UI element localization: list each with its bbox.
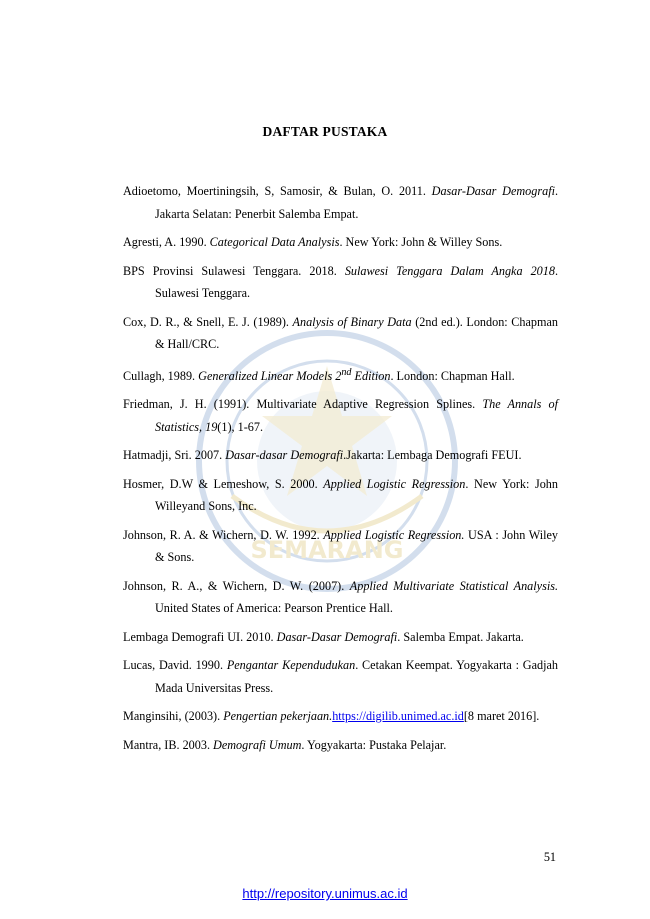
reference-text: USA : John Wiley & Sons.	[155, 527, 558, 565]
reference-text: . Yogyakarta: Pustaka Pelajar.	[301, 737, 447, 752]
reference-text: . New York: John & Willey Sons.	[339, 235, 503, 249]
reference-text: Adioetomo, Moertiningsih, S, Samosir, & …	[123, 184, 432, 198]
reference-text: Lembaga Demografi UI. 2010.	[123, 629, 277, 644]
reference-italic-text: Edition	[351, 368, 391, 383]
reference-list: Adioetomo, Moertiningsih, S, Samosir, & …	[123, 180, 558, 762]
reference-entry: Johnson, R. A., & Wichern, D. W. (2007).…	[123, 575, 558, 620]
reference-italic-text: Pengantar Kependudukan	[226, 658, 356, 673]
reference-entry: Hatmadji, Sri. 2007. Dasar-dasar Demogra…	[123, 444, 558, 467]
reference-text: Cox, D. R., & Snell, E. J. (1989).	[123, 314, 293, 329]
reference-text: . New York: John Willeyand Sons, Inc.	[155, 476, 558, 514]
reference-entry: Manginsihi, (2003). Pengertian pekerjaan…	[123, 705, 558, 728]
reference-italic-text: Applied Logistic Regression	[323, 476, 466, 491]
reference-italic-text: Applied Multivariate Statistical Analysi…	[349, 578, 558, 593]
reference-text: Mantra, IB. 2003.	[123, 737, 214, 752]
reference-text: . London: Chapman Hall.	[390, 368, 515, 383]
reference-italic-text: Analysis of Binary Data	[292, 314, 412, 329]
reference-text: (2nd ed.). London: Chapman & Hall/CRC.	[155, 314, 558, 352]
reference-entry: Lembaga Demografi UI. 2010. Dasar-Dasar …	[123, 626, 558, 649]
reference-text: Manginsihi, (2003).	[123, 709, 224, 724]
reference-text: Agresti, A. 1990.	[123, 235, 210, 249]
reference-text: [8 maret 2016].	[463, 709, 540, 724]
reference-italic-text: Applied Logistic Regression.	[323, 527, 465, 542]
reference-entry: Friedman, J. H. (1991). Multivariate Ada…	[123, 393, 558, 438]
reference-italic-text: Dasar-dasar Demografi	[225, 448, 344, 463]
reference-text: . Sulawesi Tenggara.	[155, 263, 558, 301]
reference-italic-text: Dasar-Dasar Demografi	[276, 629, 398, 644]
reference-italic-text: The Annals of Statistics, 19	[155, 397, 558, 434]
reference-text: BPS Provinsi Sulawesi Tenggara. 2018.	[123, 263, 345, 278]
reference-text: Cullagh, 1989.	[123, 368, 199, 383]
reference-italic-text: Categorical Data Analysis	[209, 235, 340, 249]
reference-text: Johnson, R. A., & Wichern, D. W. (2007).	[123, 578, 350, 593]
reference-italic-text: Demografi Umum	[213, 737, 302, 752]
reference-italic-text: Generalized Linear Models 2	[198, 368, 342, 383]
reference-text: . Jakarta Selatan: Penerbit Salemba Empa…	[155, 184, 559, 221]
reference-text: Johnson, R. A. & Wichern, D. W. 1992.	[123, 527, 324, 542]
reference-text: Hatmadji, Sri. 2007.	[123, 448, 226, 463]
reference-text: (1), 1-67.	[217, 419, 263, 434]
page-number: 51	[543, 850, 556, 864]
reference-entry: Johnson, R. A. & Wichern, D. W. 1992. Ap…	[123, 524, 558, 569]
reference-text: .Jakarta: Lembaga Demografi FEUI.	[343, 448, 522, 463]
reference-entry: Cox, D. R., & Snell, E. J. (1989). Analy…	[123, 311, 558, 356]
reference-italic-text: Sulawesi Tenggara Dalam Angka 2018	[344, 263, 555, 278]
reference-italic-text: Dasar-Dasar Demografi	[431, 184, 555, 198]
reference-entry: BPS Provinsi Sulawesi Tenggara. 2018. Su…	[123, 260, 558, 305]
reference-entry: Adioetomo, Moertiningsih, S, Samosir, & …	[123, 180, 558, 225]
reference-text: Lucas, David. 1990.	[123, 658, 227, 673]
reference-entry: Cullagh, 1989. Generalized Linear Models…	[123, 362, 558, 388]
reference-text: . Salemba Empat. Jakarta.	[397, 629, 524, 644]
reference-entry: Mantra, IB. 2003. Demografi Umum. Yogyak…	[123, 734, 558, 757]
reference-entry: Lucas, David. 1990. Pengantar Kependuduk…	[123, 654, 558, 699]
reference-text: Friedman, J. H. (1991). Multivariate Ada…	[123, 397, 483, 412]
reference-italic-text: Pengertian pekerjaan.	[223, 709, 333, 724]
reference-text: . Cetakan Keempat. Yogyakarta : Gadjah M…	[155, 658, 558, 695]
reference-link[interactable]: https://digilib.unimed.ac.id	[332, 709, 464, 724]
reference-entry: Agresti, A. 1990. Categorical Data Analy…	[123, 231, 558, 254]
reference-text: United States of America: Pearson Prenti…	[155, 601, 393, 616]
reference-superscript: nd	[341, 366, 352, 378]
reference-text: Hosmer, D.W & Lemeshow, S. 2000.	[123, 476, 324, 491]
footer-repository-link[interactable]: http://repository.unimus.ac.id	[242, 886, 408, 901]
reference-entry: Hosmer, D.W & Lemeshow, S. 2000. Applied…	[123, 473, 558, 518]
page-title: DAFTAR PUSTAKA	[262, 124, 388, 139]
